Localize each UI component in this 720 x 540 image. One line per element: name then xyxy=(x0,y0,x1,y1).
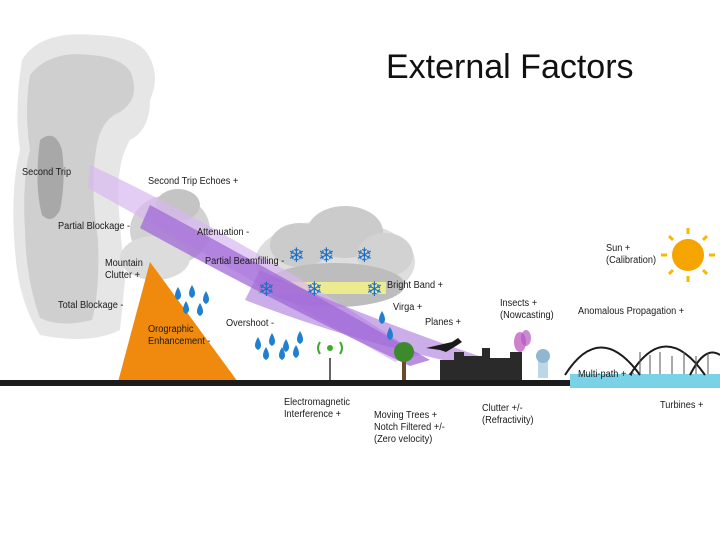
rain-drop xyxy=(279,347,285,360)
svg-text:❄: ❄ xyxy=(366,277,383,301)
turbines xyxy=(639,352,709,374)
svg-text:❄: ❄ xyxy=(318,243,335,267)
label-moving-trees: Moving Trees + Notch Filtered +/- (Zero … xyxy=(374,410,445,445)
rain-drop xyxy=(197,303,203,316)
snowflakes: ❄ ❄ ❄ ❄ ❄ ❄ xyxy=(258,243,383,301)
plane-icon xyxy=(426,338,462,352)
rain-drop xyxy=(189,285,195,298)
label-orographic: Orographic Enhancement - xyxy=(148,324,211,347)
svg-text:❄: ❄ xyxy=(288,243,305,267)
label-mountain-clutter: Mountain Clutter + xyxy=(105,258,143,281)
em-antenna xyxy=(317,341,343,380)
label-virga: Virga + xyxy=(393,302,423,313)
label-planes: Planes + xyxy=(425,317,462,328)
label-multipath: Multi-path + + xyxy=(578,369,635,380)
insect-icon xyxy=(514,330,531,352)
city-skyline xyxy=(440,348,522,380)
tree xyxy=(394,342,414,380)
label-turbines: Turbines + xyxy=(660,400,704,411)
label-partial-blockage: Partial Blockage - xyxy=(58,221,131,232)
mountain xyxy=(118,262,238,382)
rain-drop xyxy=(269,333,275,346)
page-title: External Factors xyxy=(386,48,634,86)
sun xyxy=(661,228,715,282)
rain-drop xyxy=(255,337,261,350)
rain-drop xyxy=(183,301,189,314)
radar-dome xyxy=(536,349,550,378)
tall-storm-cloud xyxy=(13,34,156,340)
label-attenuation: Attenuation - xyxy=(197,227,250,238)
label-overshoot: Overshoot - xyxy=(226,318,275,329)
rain-drop xyxy=(263,347,269,360)
rain-drop xyxy=(297,331,303,344)
label-bright-band: Bright Band + xyxy=(387,280,444,291)
label-clutter: Clutter +/- (Refractivity) xyxy=(482,403,534,426)
rain-drop xyxy=(175,287,181,300)
label-anomalous-propagation: Anomalous Propagation + xyxy=(578,306,685,317)
svg-text:❄: ❄ xyxy=(258,277,275,301)
rain-drop xyxy=(387,327,393,340)
rain-drop xyxy=(283,339,289,352)
label-partial-beamfilling: Partial Beamfilling - xyxy=(205,256,285,267)
rain-drop xyxy=(293,345,299,358)
label-second-trip: Second Trip xyxy=(22,167,72,178)
rain-drop xyxy=(203,291,209,304)
ground-line xyxy=(0,380,575,386)
label-total-blockage: Total Blockage - xyxy=(58,300,124,311)
label-sun: Sun + (Calibration) xyxy=(606,243,657,266)
label-second-trip-echoes: Second Trip Echoes + xyxy=(148,176,239,187)
svg-text:❄: ❄ xyxy=(306,277,323,301)
water-surface xyxy=(570,374,720,388)
rain-drop xyxy=(379,311,385,324)
label-electromagnetic: Electromagnetic Interference + xyxy=(284,397,350,420)
multipath-arcs xyxy=(564,345,720,376)
svg-text:❄: ❄ xyxy=(356,243,373,267)
rain-drops xyxy=(175,285,393,360)
label-insects: Insects + (Nowcasting) xyxy=(500,298,554,321)
